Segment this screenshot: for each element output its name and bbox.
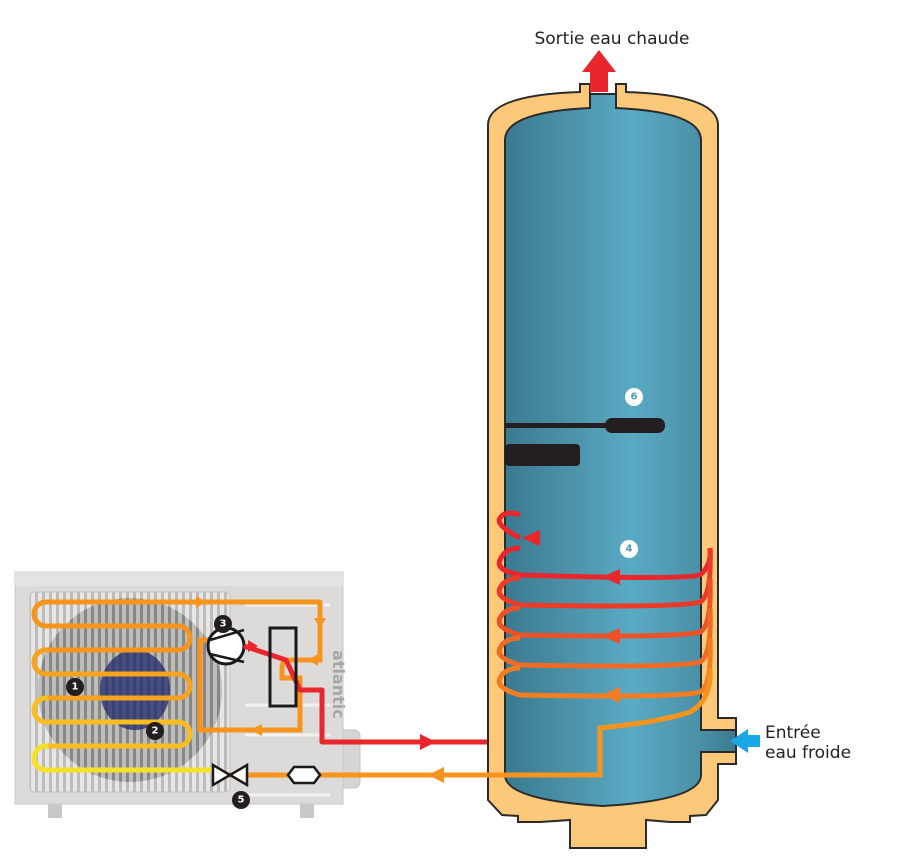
flow-arrow-return-liquid xyxy=(428,767,444,783)
flow-arrow-left xyxy=(308,654,318,666)
evaporator-coil xyxy=(31,599,323,773)
marker-3-label: 3 xyxy=(220,619,227,630)
tank-water xyxy=(504,93,737,808)
sensor-rod xyxy=(505,423,605,428)
coil-arrow-2 xyxy=(602,569,620,585)
cold-water-in-label-2: eau froide xyxy=(765,743,851,763)
filter-drier xyxy=(286,765,322,785)
marker-5-label: 5 xyxy=(238,795,245,806)
marker-5: 5 xyxy=(232,791,250,809)
flow-arrow-down xyxy=(314,618,326,628)
cold-water-in-arrow xyxy=(730,729,760,753)
marker-6: 6 xyxy=(625,388,643,406)
flow-arrow-hot xyxy=(420,734,436,750)
brand-logo: atlantic xyxy=(329,650,348,719)
marker-4-label: 4 xyxy=(626,544,633,555)
marker-6-label: 6 xyxy=(631,392,638,403)
coil-arrow-3 xyxy=(602,628,620,644)
fan-hub xyxy=(100,650,170,730)
marker-2: 2 xyxy=(146,722,164,740)
unit-top xyxy=(15,572,343,586)
hot-water-out-label: Sortie eau chaude xyxy=(534,29,689,49)
cold-water-in-label-1: Entrée xyxy=(765,723,821,743)
marker-4: 4 xyxy=(620,540,638,558)
heat-exchanger xyxy=(268,626,298,708)
marker-1-label: 1 xyxy=(72,682,79,693)
flow-arrow-return xyxy=(250,724,262,736)
coil-arrow-1 xyxy=(522,530,540,546)
outdoor-unit: atlantic xyxy=(14,571,361,818)
flow-arrow-compressor-out xyxy=(248,640,258,652)
marker-3: 3 xyxy=(214,615,232,633)
hot-water-tank xyxy=(487,83,737,849)
electric-heating-element xyxy=(505,444,580,466)
expansion-valve xyxy=(211,762,249,788)
temperature-sensor xyxy=(605,418,665,433)
flow-arrow-evaporator xyxy=(196,596,206,608)
hot-water-out-arrow xyxy=(582,50,616,92)
marker-2-label: 2 xyxy=(152,726,159,737)
coil-arrow-4 xyxy=(602,687,620,703)
condenser-coil xyxy=(345,510,713,778)
marker-1: 1 xyxy=(66,678,84,696)
compressor xyxy=(206,626,246,666)
